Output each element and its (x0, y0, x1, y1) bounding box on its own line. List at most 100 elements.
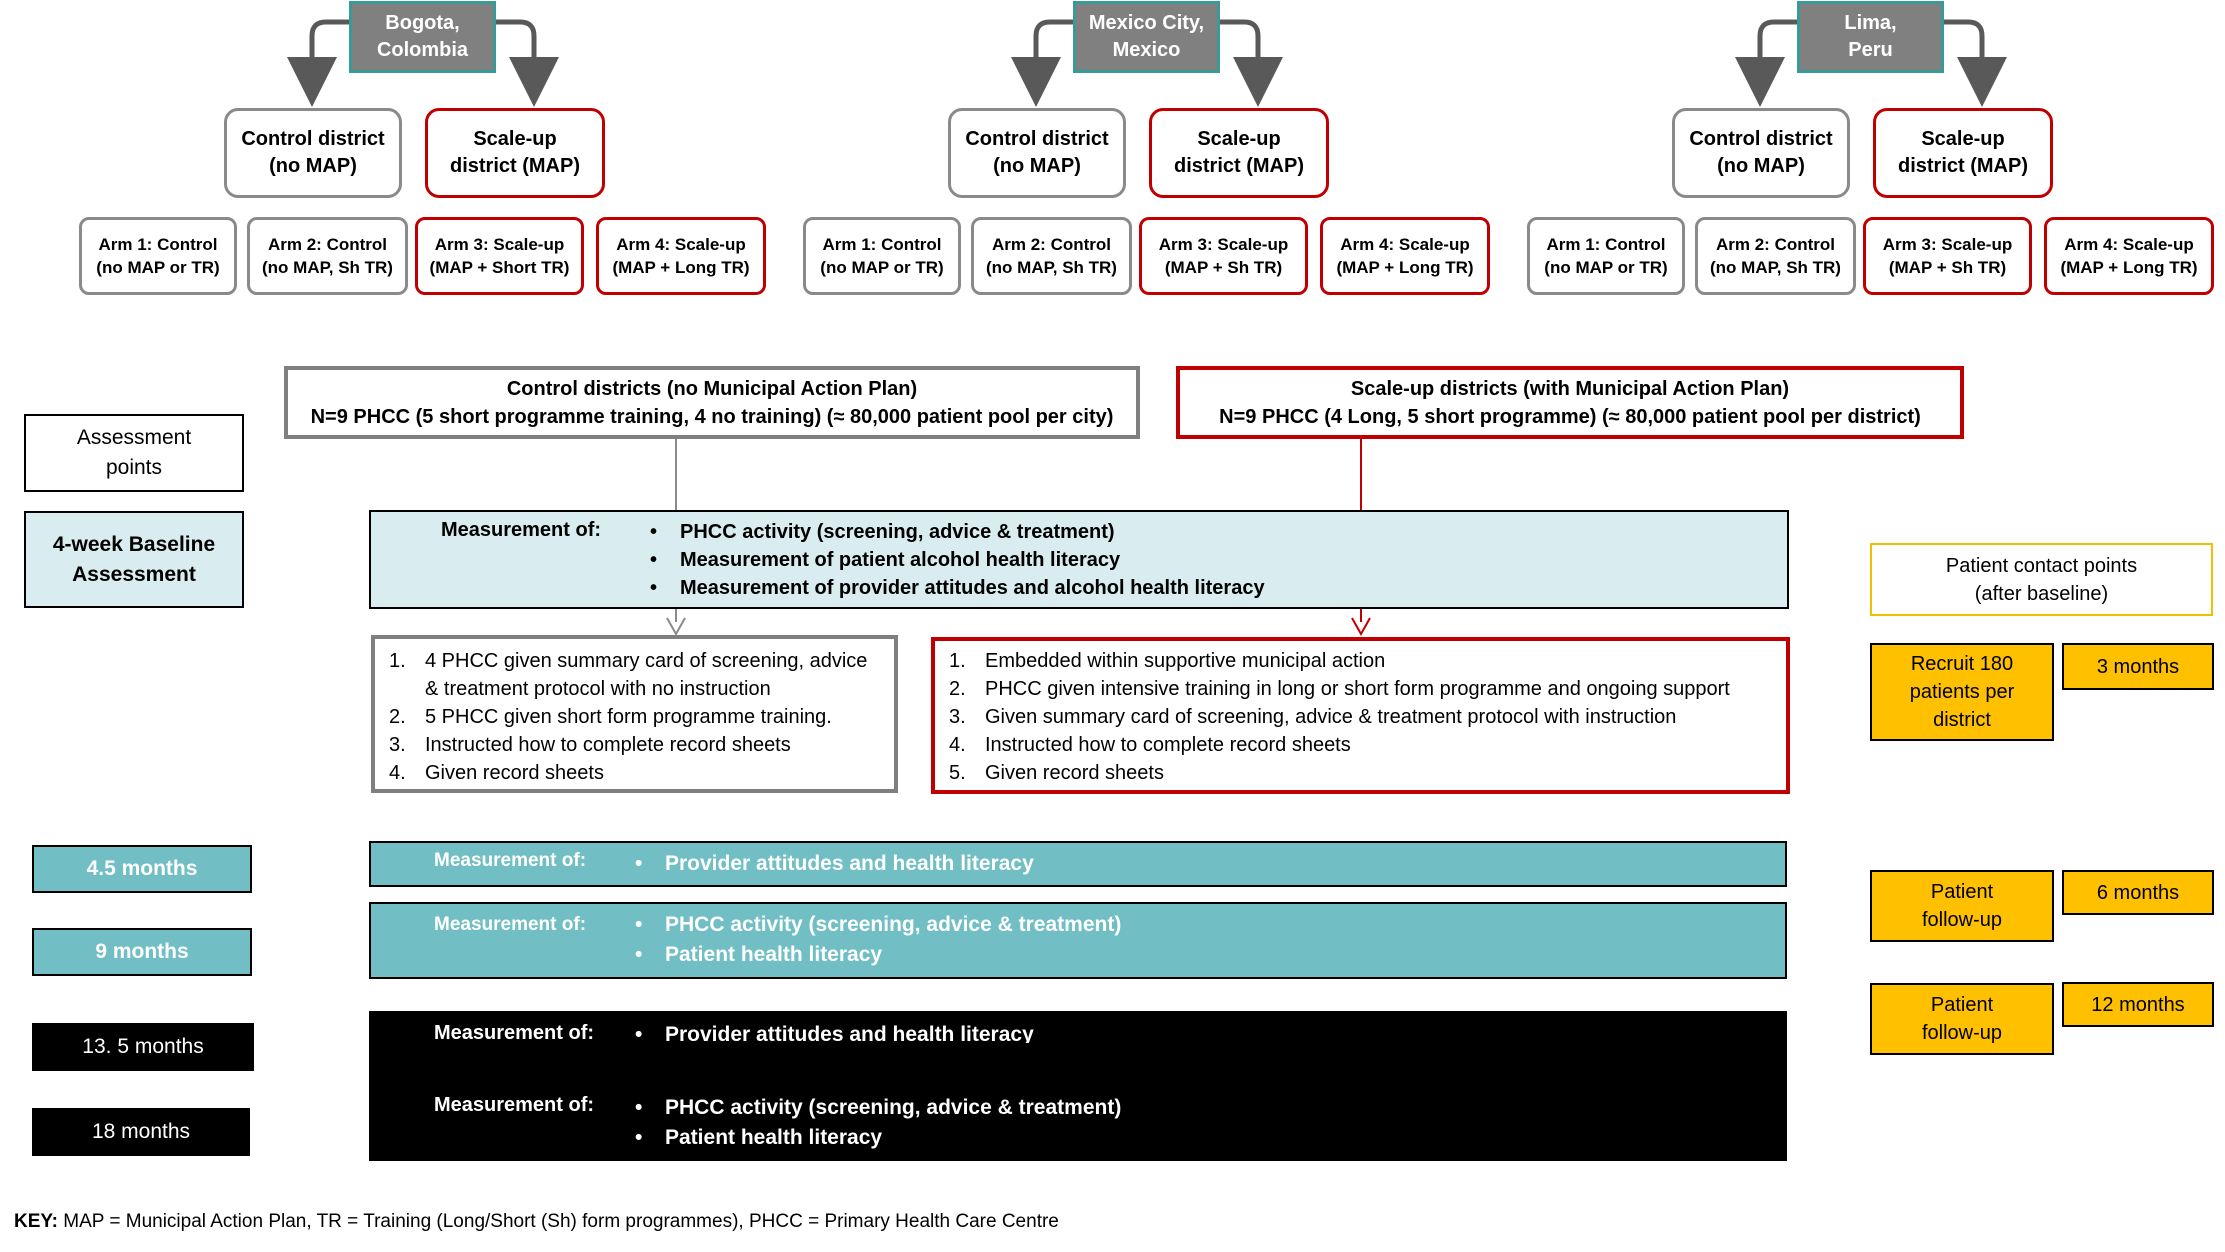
arm-box-4: Arm 4: Scale-up (MAP + Long TR) (596, 217, 766, 295)
baseline-measurement-panel: Measurement of: PHCC activity (screening… (369, 510, 1789, 609)
step-text: Given summary card of screening, advice … (985, 706, 1677, 728)
recruit-box: Recruit 180 patients per district (1870, 643, 2054, 741)
step-number: 3. (949, 706, 966, 728)
contact-time: 12 months (2091, 993, 2185, 1016)
arm-sub: (no MAP or TR) (96, 258, 220, 277)
key-label: KEY: (14, 1211, 58, 1232)
step-number: 2. (389, 706, 406, 728)
measurement-item: Measurement of patient alcohol health li… (650, 546, 1265, 574)
follow-up-box-6: Patient follow-up (1870, 870, 2054, 942)
city-country: Mexico (1112, 39, 1181, 61)
timepoint-label: 9 months (95, 940, 189, 963)
city-box-lima: Lima, Peru (1797, 1, 1944, 73)
scaleup-districts-detail: N=9 PHCC (4 Long, 5 short programme) (≈ … (1219, 405, 1921, 428)
step-text: PHCC given intensive training in long or… (985, 678, 1730, 700)
baseline-sub: Assessment (72, 562, 196, 586)
contact-time-12-months: 12 months (2062, 982, 2214, 1027)
step-number: 3. (389, 734, 406, 756)
timepoint-18-months: 18 months (32, 1108, 250, 1156)
control-districts-detail: N=9 PHCC (5 short programme training, 4 … (310, 405, 1114, 428)
step-number: 1. (389, 650, 406, 672)
arm-sub: (no MAP, Sh TR) (1710, 258, 1841, 277)
measurement-item: PHCC activity (screening, advice & treat… (650, 518, 1265, 546)
district-label: Control district (965, 128, 1109, 150)
arm-box-2: Arm 2: Control (no MAP, Sh TR) (247, 217, 408, 295)
arm-sub: (MAP + Sh TR) (1888, 258, 2007, 277)
step-item: 2. 5 PHCC given short form programme trai… (389, 703, 889, 731)
contact-label: district (1933, 709, 1991, 731)
scaleup-district-box: Scale-up district (MAP) (1149, 108, 1329, 198)
contact-label: follow-up (1921, 909, 2003, 931)
step-number: 5. (949, 762, 966, 784)
arm-box-2: Arm 2: Control (no MAP, Sh TR) (971, 217, 1132, 295)
step-item: 3. Given summary card of screening, advic… (949, 703, 1779, 731)
scaleup-steps-list: 1.Embedded within supportive municipal a… (949, 647, 1779, 787)
city-box-mexico: Mexico City, Mexico (1073, 1, 1220, 73)
step-item: 3. Instructed how to complete record shee… (389, 731, 889, 759)
timepoint-label: 13. 5 months (82, 1035, 204, 1058)
step-text: Instructed how to complete record sheets (425, 734, 791, 756)
timepoint-label: 18 months (91, 1120, 191, 1143)
step-number: 1. (949, 650, 966, 672)
contact-time-3-months: 3 months (2062, 643, 2214, 690)
timepoint-9-months: 9 months (32, 928, 252, 976)
control-districts-box: Control districts (no Municipal Action P… (284, 366, 1140, 439)
control-districts-title: Control districts (no Municipal Action P… (506, 377, 918, 400)
measurement-item: Patient health literacy (635, 1123, 1121, 1153)
measurement-item: Measurement of provider attitudes and al… (650, 574, 1265, 602)
district-label: Scale-up (1921, 128, 2005, 150)
district-label: Scale-up (1197, 128, 1281, 150)
step-text-cont: & treatment protocol with no instruction (425, 678, 771, 700)
measurement-item: Provider attitudes and health literacy (635, 1021, 1034, 1049)
follow-up-box-12: Patient follow-up (1870, 983, 2054, 1055)
step-item: 1. 4 PHCC given summary card of screening… (389, 647, 889, 703)
arm-sub: (no MAP or TR) (820, 258, 944, 277)
contact-label: Patient (1930, 881, 1994, 903)
district-sub: district (MAP) (1174, 155, 1304, 177)
step-number: 4. (389, 762, 406, 784)
scaleup-district-box: Scale-up district (MAP) (1873, 108, 2053, 198)
step-item: 1.Embedded within supportive municipal a… (949, 647, 1779, 675)
step-text: Given record sheets (985, 762, 1164, 784)
arm-sub: (MAP + Short TR) (429, 258, 570, 277)
arm-sub: (MAP + Long TR) (1336, 258, 1474, 277)
timepoint-label: 4.5 months (86, 857, 198, 880)
patient-contact-title: Patient contact points (1945, 554, 2138, 577)
arm-label: Arm 4: Scale-up (2064, 235, 2194, 254)
city-country: Colombia (376, 39, 469, 61)
control-district-box: Control district (no MAP) (948, 108, 1126, 198)
contact-label: Patient (1930, 994, 1994, 1016)
contact-time: 6 months (2096, 881, 2180, 904)
arm-label: Arm 2: Control (992, 235, 1111, 254)
step-text: Given record sheets (425, 762, 604, 784)
district-label: Scale-up (473, 128, 557, 150)
patient-contact-sub: (after baseline) (1974, 582, 2109, 605)
timepoint-4-5-months: 4.5 months (32, 845, 252, 893)
arm-sub: (no MAP or TR) (1544, 258, 1668, 277)
arm-label: Arm 2: Control (1716, 235, 1835, 254)
measurement-bar-18-months: Measurement of: PHCC activity (screening… (369, 1043, 1787, 1161)
measurement-label: Measurement of: (434, 1022, 595, 1044)
measurement-item: Patient health literacy (635, 940, 1121, 970)
district-label: Control district (1689, 128, 1833, 150)
arm-box-3: Arm 3: Scale-up (MAP + Sh TR) (1139, 217, 1308, 295)
arm-sub: (MAP + Sh TR) (1164, 258, 1283, 277)
city-box-bogota: Bogota, Colombia (349, 1, 496, 73)
district-sub: district (MAP) (1898, 155, 2028, 177)
arm-label: Arm 3: Scale-up (1158, 235, 1289, 254)
measurement-list: PHCC activity (screening, advice & treat… (635, 910, 1121, 970)
district-sub: (no MAP) (1717, 155, 1805, 177)
key-legend: KEY: MAP = Municipal Action Plan, TR = T… (14, 1211, 1059, 1233)
arm-sub: (no MAP, Sh TR) (986, 258, 1117, 277)
district-sub: (no MAP) (269, 155, 357, 177)
arm-sub: (MAP + Long TR) (612, 258, 750, 277)
district-label: Control district (241, 128, 385, 150)
measurement-label: Measurement of: (434, 1094, 595, 1116)
city-name: Bogota, (385, 12, 460, 34)
step-item: 4. Given record sheets (389, 759, 889, 787)
step-text: 4 PHCC given summary card of screening, … (425, 650, 868, 672)
arm-box-1: Arm 1: Control (no MAP or TR) (79, 217, 237, 295)
step-text: 5 PHCC given short form programme traini… (425, 706, 832, 728)
arm-box-3: Arm 3: Scale-up (MAP + Short TR) (415, 217, 584, 295)
scaleup-steps-box: 1.Embedded within supportive municipal a… (931, 637, 1790, 794)
